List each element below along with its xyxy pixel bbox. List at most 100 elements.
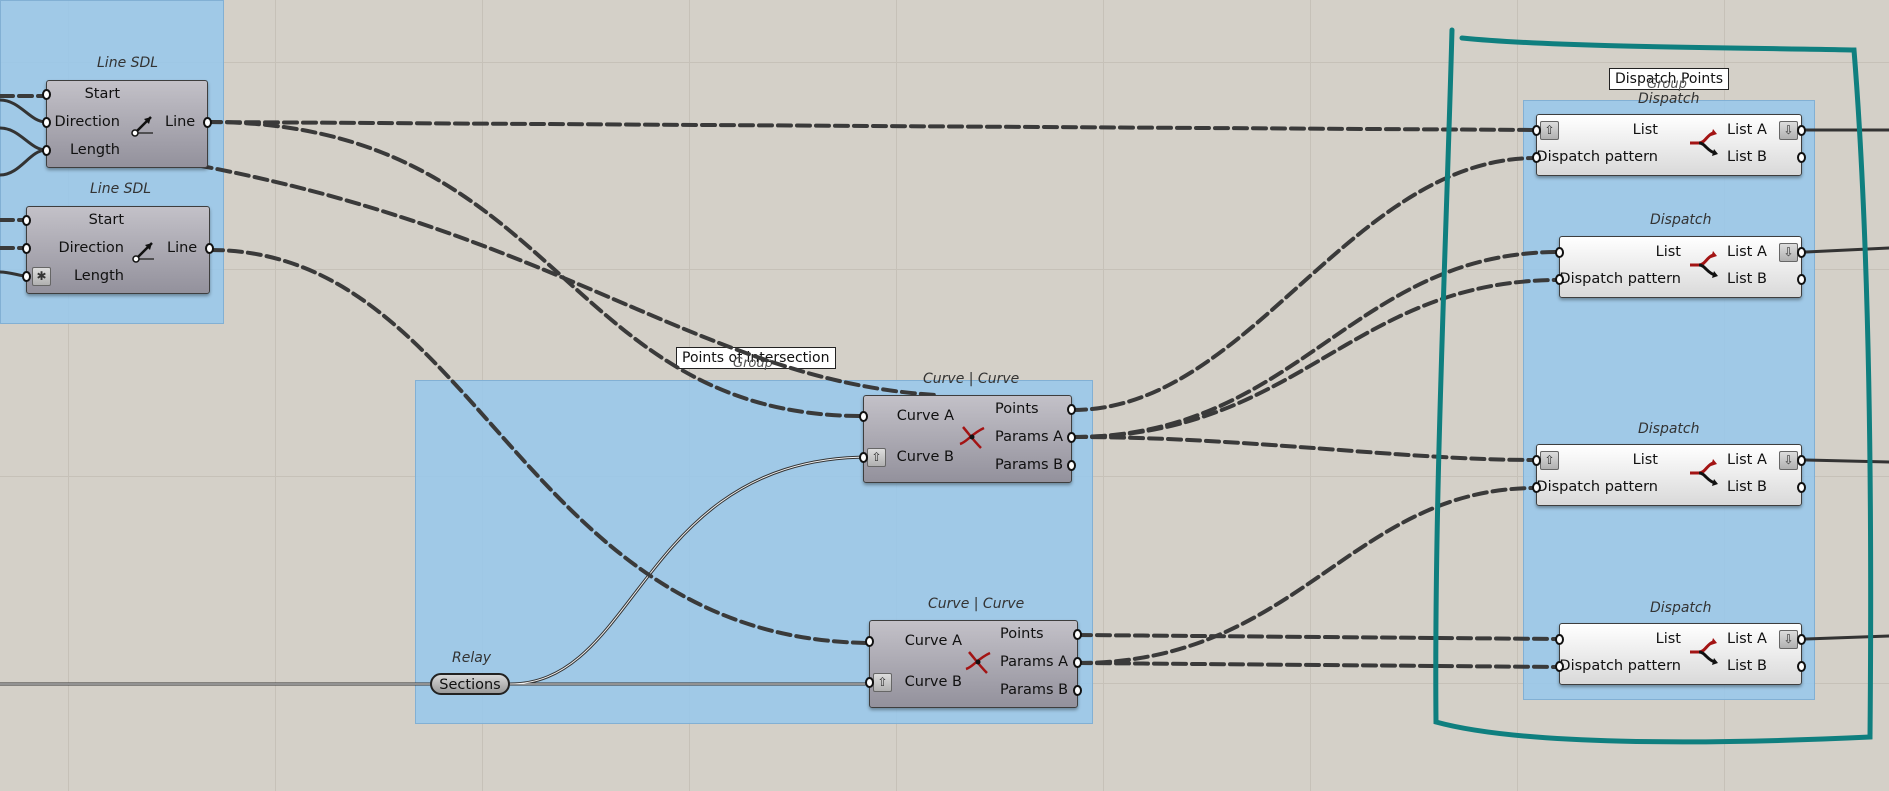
output-line[interactable]: Line	[165, 114, 196, 130]
input-list[interactable]: List	[1632, 452, 1658, 468]
flatten-icon[interactable]: ⇧	[1540, 451, 1559, 470]
output-params-b[interactable]: Params B	[1000, 682, 1069, 698]
port-list-b[interactable]	[1797, 482, 1806, 493]
output-list-a[interactable]: List A	[1727, 244, 1767, 260]
port-points[interactable]	[1067, 404, 1076, 415]
port-list-a[interactable]	[1797, 125, 1806, 136]
port-params-a[interactable]	[1073, 657, 1082, 668]
input-list[interactable]: List	[1632, 122, 1658, 138]
dispatch-component[interactable]: List Dispatch pattern List A List B ⇩	[1555, 623, 1806, 685]
wire-dashed	[1076, 661, 1561, 669]
port-list[interactable]	[1555, 634, 1564, 645]
input-dispatch-pattern[interactable]: Dispatch pattern	[1536, 149, 1658, 165]
output-params-a[interactable]: Params A	[1000, 654, 1069, 670]
output-list-a[interactable]: List A	[1727, 452, 1767, 468]
wire-dashed	[1071, 156, 1538, 412]
port-dispatch-pattern[interactable]	[1532, 482, 1541, 493]
relay-sections[interactable]: Sections	[430, 673, 510, 695]
input-length[interactable]: Length	[69, 142, 120, 158]
port-list[interactable]	[1532, 125, 1541, 136]
dispatch-component[interactable]: List Dispatch pattern List A List B ⇧ ⇩	[1532, 114, 1806, 176]
port-curve-a[interactable]	[865, 636, 874, 647]
dispatch-component[interactable]: List Dispatch pattern List A List B ⇩	[1555, 236, 1806, 298]
output-list-b[interactable]: List B	[1727, 271, 1767, 287]
port-start[interactable]	[42, 89, 51, 100]
input-curve-a[interactable]: Curve A	[896, 408, 954, 424]
port-list[interactable]	[1555, 247, 1564, 258]
wire-solid	[0, 148, 48, 177]
port-length[interactable]	[42, 145, 51, 156]
port-direction[interactable]	[42, 117, 51, 128]
port-curve-b[interactable]	[865, 677, 874, 688]
port-list-b[interactable]	[1797, 274, 1806, 285]
input-direction[interactable]: Direction	[54, 114, 120, 130]
port-list-b[interactable]	[1797, 661, 1806, 672]
port-dispatch-pattern[interactable]	[1555, 274, 1564, 285]
wire-dashed	[1071, 278, 1561, 439]
flatten-icon[interactable]: ⇧	[1540, 121, 1559, 140]
output-list-a[interactable]: List A	[1727, 631, 1767, 647]
input-list[interactable]: List	[1655, 244, 1681, 260]
output-params-a[interactable]: Params A	[995, 429, 1064, 445]
input-direction[interactable]: Direction	[58, 240, 124, 256]
output-list-b[interactable]: List B	[1727, 479, 1767, 495]
port-curve-b[interactable]	[859, 452, 868, 463]
port-line[interactable]	[203, 117, 212, 128]
group-tag-dispatch[interactable]: Dispatch Points	[1609, 68, 1729, 90]
output-points[interactable]: Points	[1000, 626, 1044, 642]
wire-dashed	[1071, 435, 1538, 462]
port-start[interactable]	[22, 215, 31, 226]
ccx-1-nickname: Curve | Curve	[923, 371, 1020, 387]
input-curve-b[interactable]: Curve B	[904, 674, 962, 690]
port-list[interactable]	[1532, 455, 1541, 466]
wire-dashed	[208, 248, 872, 645]
flatten-icon[interactable]: ⇧	[867, 448, 886, 467]
group-dispatch-points[interactable]	[1523, 100, 1815, 700]
input-curve-b[interactable]: Curve B	[896, 449, 954, 465]
graft-icon[interactable]: ⇩	[1779, 451, 1798, 470]
input-start[interactable]: Start	[84, 86, 120, 102]
flatten-icon[interactable]: ⇧	[873, 673, 892, 692]
input-dispatch-pattern[interactable]: Dispatch pattern	[1559, 658, 1681, 674]
port-list-a[interactable]	[1797, 455, 1806, 466]
output-list-b[interactable]: List B	[1727, 658, 1767, 674]
output-points[interactable]: Points	[995, 401, 1039, 417]
curve-curve-component[interactable]: Curve A Curve B Points Params A Params B…	[865, 620, 1082, 708]
line-sdl-component[interactable]: Start Direction Length Line ✱	[22, 206, 214, 294]
output-params-b[interactable]: Params B	[995, 457, 1064, 473]
port-dispatch-pattern[interactable]	[1532, 152, 1541, 163]
port-dispatch-pattern[interactable]	[1555, 661, 1564, 672]
port-list-b[interactable]	[1797, 152, 1806, 163]
dispatch-icon	[1690, 638, 1718, 665]
port-points[interactable]	[1073, 629, 1082, 640]
port-params-b[interactable]	[1067, 460, 1076, 471]
input-curve-a[interactable]: Curve A	[904, 633, 962, 649]
graft-icon[interactable]: ⇩	[1779, 121, 1798, 140]
input-dispatch-pattern[interactable]: Dispatch pattern	[1536, 479, 1658, 495]
port-line[interactable]	[205, 243, 214, 254]
dispatch-4-nickname: Dispatch	[1650, 600, 1712, 616]
input-start[interactable]: Start	[88, 212, 124, 228]
port-list-a[interactable]	[1797, 247, 1806, 258]
curve-curve-component[interactable]: Curve A Curve B Points Params A Params B…	[859, 395, 1076, 483]
port-list-a[interactable]	[1797, 634, 1806, 645]
dispatch-component[interactable]: List Dispatch pattern List A List B ⇧ ⇩	[1532, 444, 1806, 506]
input-dispatch-pattern[interactable]: Dispatch pattern	[1559, 271, 1681, 287]
graft-icon[interactable]: ✱	[32, 267, 51, 286]
graft-icon[interactable]: ⇩	[1779, 243, 1798, 262]
graft-icon[interactable]: ⇩	[1779, 630, 1798, 649]
dispatch-1-nickname: Dispatch	[1638, 91, 1700, 107]
port-params-b[interactable]	[1073, 685, 1082, 696]
output-list-a[interactable]: List A	[1727, 122, 1767, 138]
line-sdl-component[interactable]: Start Direction Length Line	[42, 80, 212, 168]
port-params-a[interactable]	[1067, 432, 1076, 443]
port-length[interactable]	[22, 271, 31, 282]
port-direction[interactable]	[22, 243, 31, 254]
port-curve-a[interactable]	[859, 411, 868, 422]
input-list[interactable]: List	[1655, 631, 1681, 647]
output-line[interactable]: Line	[167, 240, 198, 256]
input-length[interactable]: Length	[73, 268, 124, 284]
group-sub-dispatch: Group	[1647, 77, 1687, 92]
output-list-b[interactable]: List B	[1727, 149, 1767, 165]
